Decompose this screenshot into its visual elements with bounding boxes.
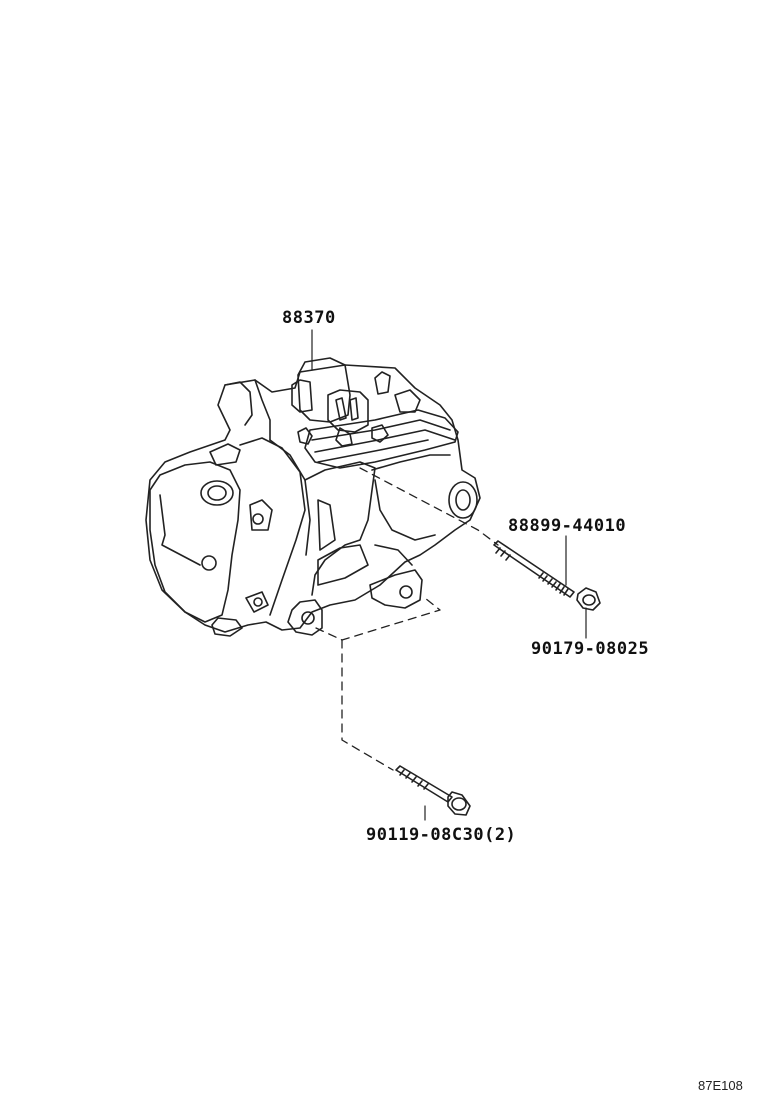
- part-label-stud-bolt[interactable]: 88899-44010: [508, 516, 627, 536]
- part-label-nut[interactable]: 90179-08025: [531, 639, 650, 659]
- flange-bolt-illustration[interactable]: [395, 765, 471, 816]
- assembly-guide-lines: [315, 467, 499, 771]
- part-label-compressor[interactable]: 88370: [282, 308, 336, 328]
- compressor-illustration[interactable]: [145, 357, 481, 637]
- part-label-flange-bolt[interactable]: 90119-08C30(2): [366, 825, 517, 845]
- leader-lines: [311, 329, 587, 821]
- nut-illustration[interactable]: [576, 587, 601, 611]
- diagram-code: 87E108: [698, 1078, 743, 1093]
- stud-bolt-illustration[interactable]: [493, 540, 575, 598]
